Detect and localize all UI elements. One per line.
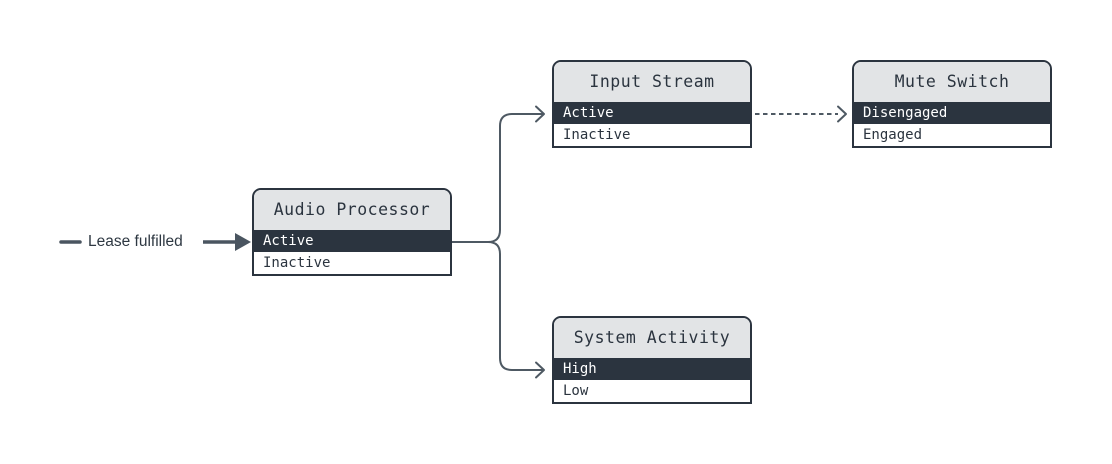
branch-bottom-arrowhead-icon [535, 361, 545, 379]
state-node-title: Audio Processor [254, 190, 450, 230]
entry-arrowhead-icon [235, 233, 251, 251]
state-node-input-stream[interactable]: Input Stream Active Inactive [552, 60, 752, 148]
state-row-high[interactable]: High [554, 358, 750, 380]
state-row-inactive[interactable]: Inactive [254, 252, 450, 274]
state-node-system-activity[interactable]: System Activity High Low [552, 316, 752, 404]
state-row-disengaged[interactable]: Disengaged [854, 102, 1050, 124]
state-node-title: System Activity [554, 318, 750, 358]
state-row-inactive[interactable]: Inactive [554, 124, 750, 146]
state-row-low[interactable]: Low [554, 380, 750, 402]
dashed-arrowhead-icon [837, 105, 847, 123]
state-node-audio-processor[interactable]: Audio Processor Active Inactive [252, 188, 452, 276]
state-node-mute-switch[interactable]: Mute Switch Disengaged Engaged [852, 60, 1052, 148]
transition-label-lease-fulfilled[interactable]: Lease fulfilled [88, 233, 183, 250]
state-row-active[interactable]: Active [254, 230, 450, 252]
branch-connector-bottom [451, 241, 544, 371]
state-node-title: Mute Switch [854, 62, 1050, 102]
state-row-engaged[interactable]: Engaged [854, 124, 1050, 146]
branch-connector-top [451, 113, 544, 243]
state-node-title: Input Stream [554, 62, 750, 102]
branch-top-arrowhead-icon [535, 105, 545, 123]
state-row-active[interactable]: Active [554, 102, 750, 124]
